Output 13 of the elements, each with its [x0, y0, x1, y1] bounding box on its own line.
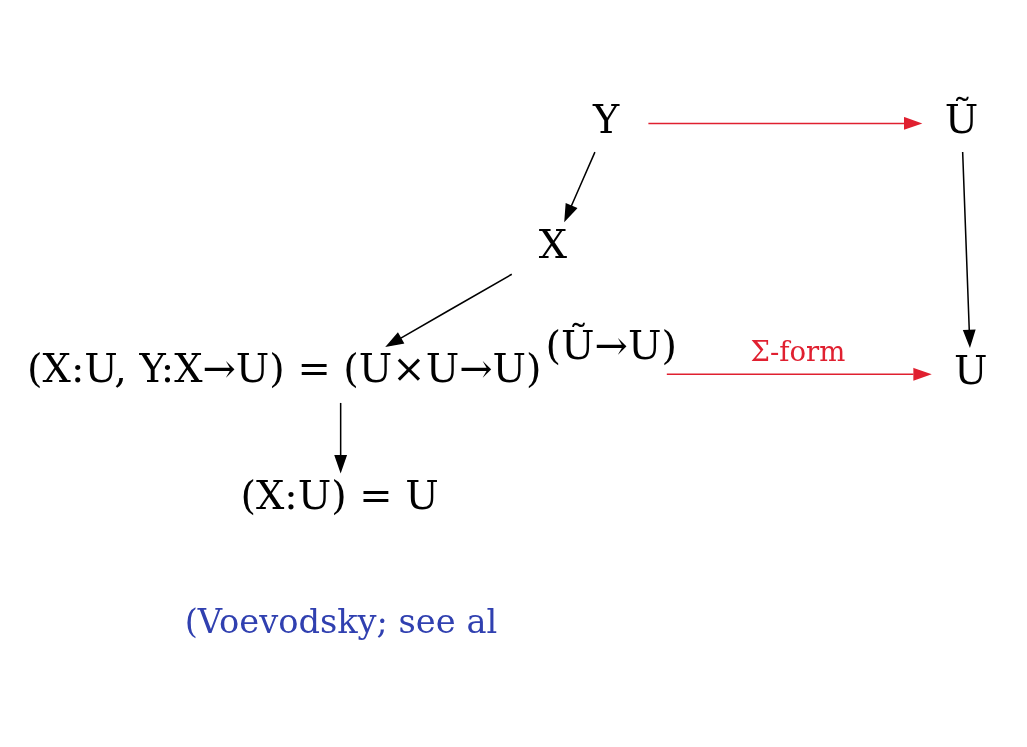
node-text: (X:U) = U	[240, 472, 439, 519]
arrow	[647, 117, 923, 130]
arrow	[666, 367, 932, 381]
node-text: Y	[593, 96, 620, 143]
arrow	[334, 402, 348, 474]
edge-label: Σ-form	[750, 335, 846, 368]
arrow	[564, 151, 596, 223]
node-text: Ũ	[944, 96, 979, 143]
arrow	[961, 151, 976, 349]
node-text: X	[538, 221, 568, 268]
node-text: U	[954, 346, 988, 393]
arrow	[385, 273, 513, 348]
label: (Voevodsky; see al	[184, 601, 498, 641]
